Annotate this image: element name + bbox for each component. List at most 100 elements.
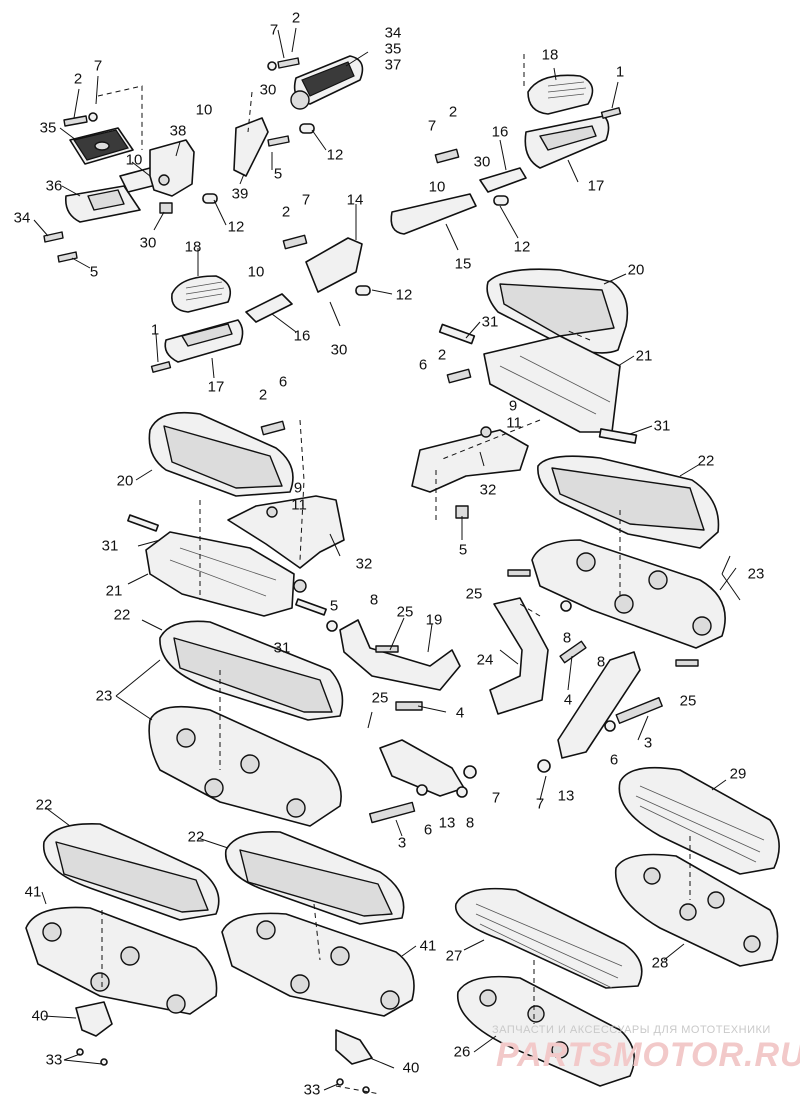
callout-12: 12: [513, 238, 531, 256]
callout-17: 17: [587, 177, 605, 195]
washer-30a: [159, 202, 173, 214]
watermark-tagline: ЗАПЧАСТИ И АКСЕССУАРЫ ДЛЯ МОТОТЕХНИКИ: [492, 1024, 771, 1036]
bracket-40-left: [75, 1001, 113, 1037]
callout-21: 21: [635, 347, 653, 365]
support-21-right: [438, 323, 638, 444]
callout-10: 10: [428, 178, 446, 196]
callout-30: 30: [330, 341, 348, 359]
callout-31: 31: [273, 639, 291, 657]
screws-top-left: [43, 112, 98, 263]
footpeg-36: [64, 167, 161, 223]
callout-12: 12: [227, 218, 245, 236]
callout-9: 9: [293, 479, 303, 497]
callout-22: 22: [187, 828, 205, 846]
leader-lines: [33, 27, 741, 1091]
callout-8: 8: [562, 629, 572, 647]
callout-34: 34: [384, 24, 402, 42]
callout-21: 21: [105, 582, 123, 600]
bracket-40-right: [335, 1029, 373, 1065]
callout-9: 9: [508, 397, 518, 415]
callout-1: 1: [150, 321, 160, 339]
callout-31: 31: [101, 537, 119, 555]
floorboard-20-right: [486, 268, 629, 354]
callout-7: 7: [535, 795, 545, 813]
assembly-dashed-lines: [97, 54, 691, 1095]
callout-25: 25: [371, 689, 389, 707]
callout-11: 11: [506, 414, 522, 432]
floorboard-22-right: [537, 455, 720, 549]
bracket-32-right: [411, 429, 529, 493]
bracket-19: [339, 619, 461, 691]
callout-23: 23: [95, 687, 113, 705]
callout-28: 28: [651, 954, 669, 972]
callout-2: 2: [448, 103, 458, 121]
callout-2: 2: [437, 346, 447, 364]
callout-37: 37: [384, 56, 402, 74]
callout-8: 8: [465, 814, 475, 832]
callout-18: 18: [184, 238, 202, 256]
board-29: [618, 766, 780, 875]
callout-16: 16: [491, 123, 509, 141]
clevis-pin-12a: [202, 193, 218, 204]
callout-30: 30: [259, 81, 277, 99]
callout-3: 3: [643, 734, 653, 752]
pan-23-right: [531, 539, 726, 649]
callout-31: 31: [481, 313, 499, 331]
callout-6: 6: [418, 356, 428, 374]
bracket-24: [489, 597, 549, 715]
callout-12: 12: [395, 286, 413, 304]
watermark-logo: PARTSMOTOR.RU: [496, 1036, 800, 1074]
callout-4: 4: [455, 704, 465, 722]
callout-2: 2: [291, 9, 301, 27]
callout-26: 26: [453, 1043, 471, 1061]
callout-31: 31: [653, 417, 671, 435]
callout-6: 6: [278, 373, 288, 391]
callout-3: 3: [397, 834, 407, 852]
callout-1: 1: [615, 63, 625, 81]
callout-39: 39: [231, 185, 249, 203]
board-27: [454, 887, 643, 989]
callout-22: 22: [35, 796, 53, 814]
callout-13: 13: [438, 814, 456, 832]
callout-20: 20: [116, 472, 134, 490]
callout-2: 2: [258, 386, 268, 404]
callout-33: 33: [303, 1081, 321, 1099]
callout-14: 14: [346, 191, 364, 209]
floorboard-22-bottom-left: [42, 823, 220, 921]
callout-8: 8: [369, 591, 379, 609]
callout-15: 15: [454, 255, 472, 273]
footpeg-34-37: [290, 55, 364, 110]
callout-19: 19: [425, 611, 443, 629]
callout-5: 5: [273, 165, 283, 183]
floorboard-20-left: [148, 411, 294, 497]
footpeg-17-18-left: [164, 275, 244, 363]
callout-40: 40: [31, 1007, 49, 1025]
callout-10: 10: [125, 151, 143, 169]
pan-41-right: [221, 912, 415, 1017]
callout-22: 22: [113, 606, 131, 624]
callout-35: 35: [39, 119, 57, 137]
callout-34: 34: [13, 209, 31, 227]
mount-bracket-39: [233, 117, 269, 177]
callout-7: 7: [269, 21, 279, 39]
pan-41-left: [25, 906, 218, 1015]
callout-25: 25: [465, 585, 483, 603]
callout-12: 12: [326, 146, 344, 164]
callout-27: 27: [445, 947, 463, 965]
callout-32: 32: [479, 481, 497, 499]
callout-5: 5: [458, 541, 468, 559]
callout-8: 8: [596, 653, 606, 671]
callout-29: 29: [729, 765, 747, 783]
peg-mount-15: [390, 167, 527, 235]
callout-4: 4: [563, 691, 573, 709]
callout-41: 41: [24, 883, 42, 901]
callout-20: 20: [627, 261, 645, 279]
callout-40: 40: [402, 1059, 420, 1077]
callout-24: 24: [476, 651, 494, 669]
floorboard-22-bottom-mid: [224, 831, 405, 925]
callout-33: 33: [45, 1051, 63, 1069]
footpeg-17-18-right: [524, 74, 610, 169]
support-21-left: [145, 531, 295, 617]
callout-17: 17: [207, 378, 225, 396]
